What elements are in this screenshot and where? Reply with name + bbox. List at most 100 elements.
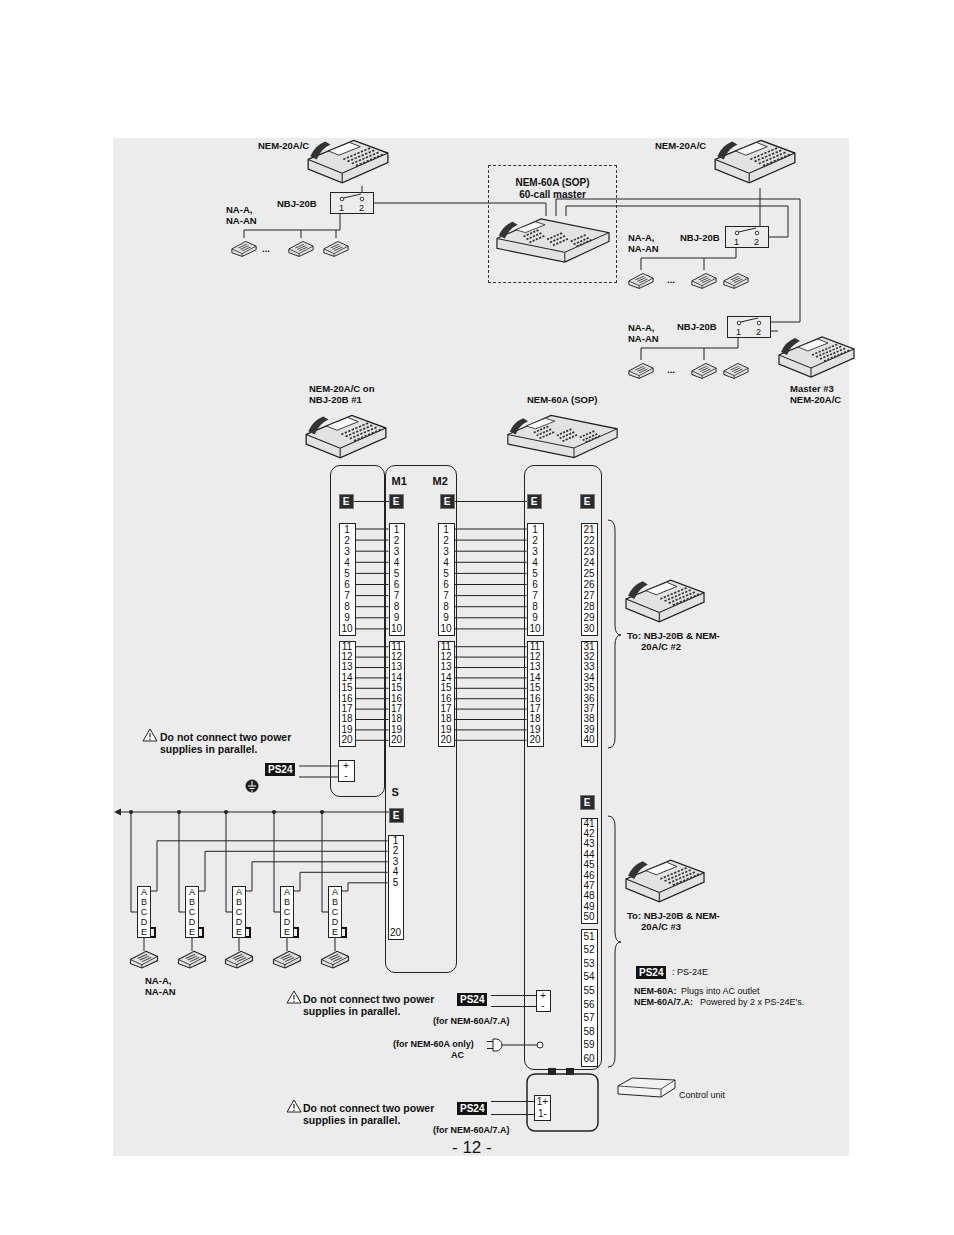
terminal-number: 7 — [344, 590, 350, 601]
note: (for NEM-60A/7.A) — [433, 1016, 510, 1027]
terminal-number: 1 — [344, 524, 350, 535]
warning-icon — [287, 991, 301, 1003]
terminal-strip: 12345678910 — [339, 523, 356, 636]
substation — [324, 241, 348, 256]
terminal-number: 32 — [583, 652, 594, 662]
terminal-sign: 1+ — [537, 1096, 548, 1108]
part-label: NBJ-20B — [277, 198, 317, 209]
junction-dot — [129, 810, 133, 814]
part-label: ... — [262, 243, 270, 254]
terminal-number: 20 — [440, 735, 451, 745]
earth-terminal: E — [527, 494, 542, 509]
terminal-number: 21 — [583, 524, 594, 535]
terminal-number: 11 — [441, 642, 451, 652]
note: Plugs into AC outlet — [681, 986, 760, 997]
terminal-number: 4 — [443, 557, 449, 568]
terminal-number: 15 — [529, 683, 540, 693]
sop-master-station — [508, 415, 617, 457]
terminal-strip: 1234520 — [388, 835, 404, 940]
part-label: NA-A, NA-AN — [145, 975, 185, 997]
wire — [356, 529, 389, 629]
part-label: NA-A, NA-AN — [628, 322, 668, 344]
earth-wire — [455, 501, 527, 502]
part-label: NA-A, NA-AN — [628, 232, 668, 254]
terminal-number: 12 — [529, 652, 540, 662]
terminal-number: 2 — [359, 203, 364, 213]
earth-wire — [354, 501, 389, 502]
terminal-number: 25 — [583, 568, 594, 579]
warning-note: Do not connect two power supplies in par… — [303, 1102, 455, 1126]
terminal-number: 20 — [529, 735, 540, 745]
note: Control unit — [679, 1090, 725, 1101]
terminal-strip: 41424344454647484950 — [581, 818, 598, 924]
power-lead — [491, 996, 536, 1007]
warning-mark — [149, 733, 150, 738]
terminal-number: 47 — [583, 881, 594, 891]
terminal-number: 13 — [529, 662, 540, 672]
terminal-heading: E — [389, 494, 404, 509]
wire — [556, 199, 617, 216]
terminal-number: 2 — [344, 535, 350, 546]
terminal-letter: D — [189, 917, 196, 927]
terminal-number: 2 — [756, 327, 761, 337]
terminal-number: 54 — [583, 970, 594, 984]
note: (for NEM-60A/7.A) — [433, 1125, 510, 1136]
terminal-number: 3 — [443, 546, 449, 557]
terminal-number: 37 — [583, 704, 594, 714]
earth-terminal: E — [580, 494, 595, 509]
terminal-strip: 12345678910 — [438, 523, 455, 636]
terminal-number: 12 — [341, 652, 352, 662]
substation — [232, 241, 256, 256]
terminal-letter: C — [332, 907, 339, 917]
ground-mark — [248, 781, 256, 791]
terminal-number: 15 — [341, 683, 352, 693]
terminal-number: 33 — [583, 662, 594, 672]
terminal-number: 52 — [583, 943, 594, 957]
switch-contact — [360, 197, 364, 201]
note: (for NEM-60A only) — [393, 1039, 474, 1050]
terminal-letter: E — [284, 927, 290, 937]
junction-box: 12 — [330, 192, 374, 214]
terminal-letter: A — [141, 887, 147, 897]
terminal-number: 14 — [529, 673, 540, 683]
terminal-number: 1 — [734, 237, 739, 247]
terminal-strip: 11121314151617181920 — [339, 641, 356, 747]
terminal-number: 1 — [443, 524, 449, 535]
terminal-number: 14 — [341, 673, 352, 683]
wire — [151, 841, 388, 891]
terminal-number: 2 — [754, 237, 759, 247]
substation — [225, 951, 252, 968]
terminal-number: 38 — [583, 714, 594, 724]
warning-mark — [293, 1104, 294, 1109]
terminal-number: 53 — [583, 957, 594, 971]
terminal-number: 20 — [391, 735, 402, 745]
terminal-number: 27 — [583, 590, 594, 601]
terminal-number: 60 — [583, 1052, 594, 1066]
switch-contact — [755, 231, 759, 235]
switch-arm — [344, 194, 759, 322]
warning-note: Do not connect two power supplies in par… — [303, 993, 455, 1017]
substation — [289, 241, 313, 256]
terminal-number: 2 — [443, 535, 449, 546]
terminal-number: 4 — [344, 557, 350, 568]
substation — [178, 951, 205, 968]
terminal-letter: B — [332, 897, 338, 907]
terminal-number: 58 — [583, 1025, 594, 1039]
terminal-number: 34 — [583, 673, 594, 683]
terminal-block: ABCDE — [328, 886, 342, 938]
substation — [130, 951, 157, 968]
wire — [566, 206, 617, 216]
terminal-number: 41 — [583, 819, 594, 829]
terminal-sign: + — [343, 761, 349, 771]
master-station — [779, 337, 854, 377]
terminal-number: 6 — [532, 579, 538, 590]
brace — [608, 816, 621, 1067]
power-terminal: +- — [338, 760, 355, 782]
terminal-number: 59 — [583, 1038, 594, 1052]
switch-contact — [737, 321, 741, 325]
power-supply-badge: PS24 — [636, 966, 666, 979]
terminal-block: ABCDE — [185, 886, 199, 938]
terminal-number: 12 — [391, 652, 402, 662]
